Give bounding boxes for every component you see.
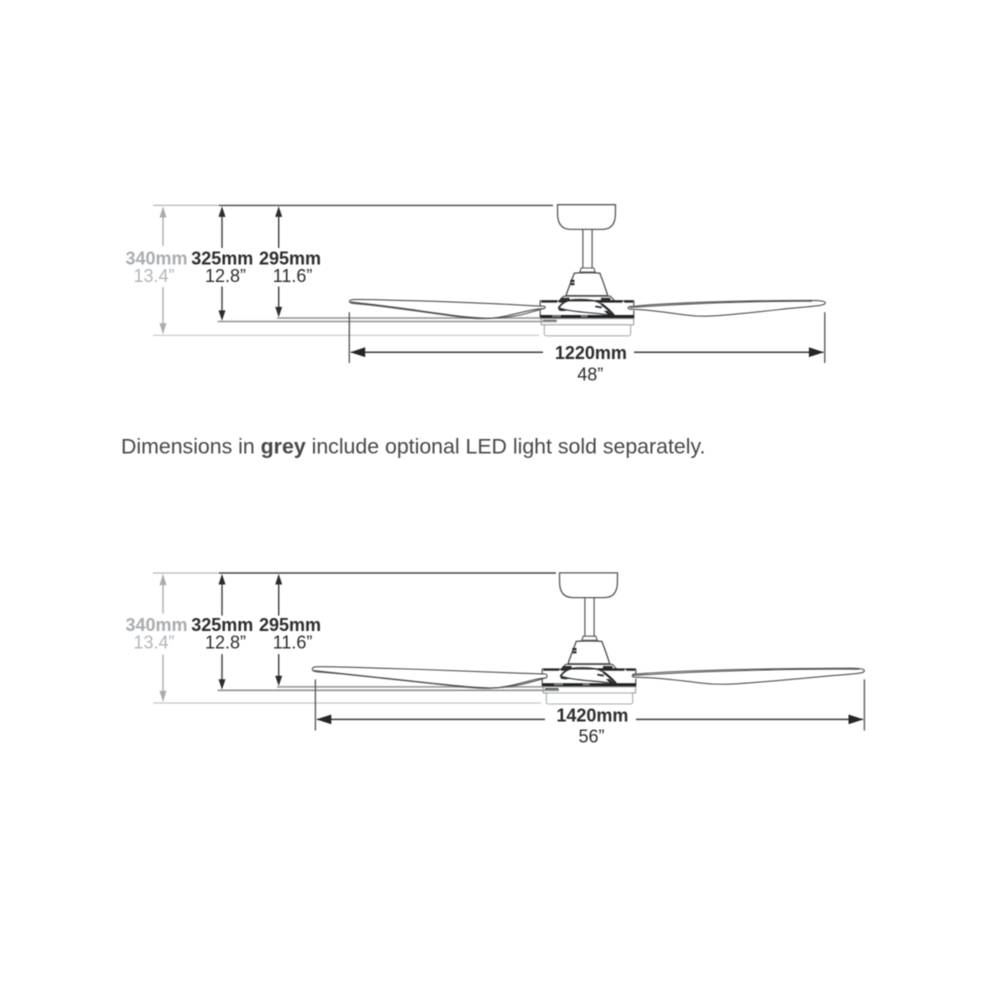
- svg-text:295mm: 295mm: [259, 615, 321, 635]
- svg-text:325mm: 325mm: [191, 615, 253, 635]
- svg-text:11.6”: 11.6”: [273, 266, 313, 286]
- svg-text:1220mm: 1220mm: [555, 343, 627, 363]
- svg-text:13.4”: 13.4”: [133, 266, 174, 286]
- svg-text:340mm: 340mm: [125, 248, 187, 268]
- svg-text:11.6”: 11.6”: [273, 633, 313, 653]
- svg-text:12.8”: 12.8”: [205, 266, 246, 286]
- svg-text:13.4”: 13.4”: [133, 633, 174, 653]
- svg-text:Dimensions in grey include opt: Dimensions in grey include optional LED …: [121, 435, 705, 459]
- svg-text:325mm: 325mm: [191, 248, 253, 268]
- svg-text:12.8”: 12.8”: [205, 633, 246, 653]
- svg-text:56”: 56”: [578, 727, 604, 747]
- svg-text:1420mm: 1420mm: [556, 706, 628, 726]
- svg-text:48”: 48”: [577, 364, 603, 384]
- svg-text:295mm: 295mm: [259, 248, 321, 268]
- svg-text:340mm: 340mm: [125, 615, 187, 635]
